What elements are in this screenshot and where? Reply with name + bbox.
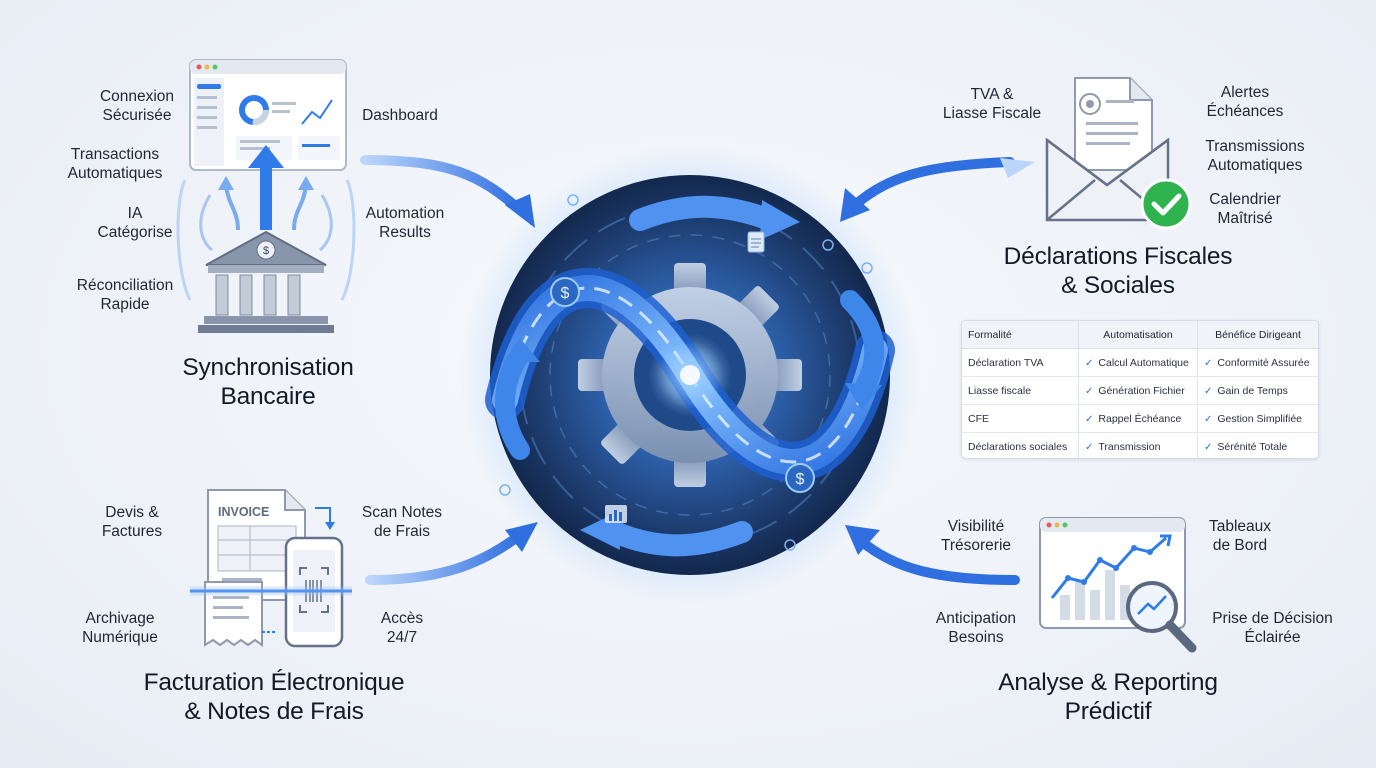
table-header: Bénéfice Dirigeant [1197, 321, 1318, 349]
dollar-icon: $ [785, 463, 815, 493]
invoice-label-devis: Devis &Factures [101, 504, 163, 540]
svg-text:$: $ [561, 285, 570, 302]
svg-text:$: $ [263, 245, 269, 257]
table-cell: ✓Sérénité Totale [1197, 432, 1318, 458]
check-icon: ✓ [1204, 413, 1213, 425]
table-cell: ✓Calcul Automatique [1078, 348, 1198, 377]
bank-sync-arrows [176, 145, 356, 301]
check-icon: ✓ [1204, 385, 1213, 397]
table-row: Déclaration TVA ✓Calcul Automatique ✓Con… [962, 348, 1318, 377]
chart-icon [605, 505, 627, 523]
bank-building-icon: $ [198, 230, 334, 333]
check-icon: ✓ [1085, 413, 1094, 425]
table-cell: Déclarations sociales [968, 440, 1068, 453]
envelope-document-icon [1045, 77, 1170, 222]
invoice-document-icon [207, 489, 306, 601]
fiscal-section-title: Déclarations Fiscales& Sociales [1003, 243, 1233, 299]
central-hub: $ $ [460, 145, 920, 605]
table-header: Automatisation [1078, 321, 1198, 349]
invoice-section-title: Facturation Électronique& Notes de Frais [143, 669, 405, 725]
dashboard-window-icon [189, 59, 347, 171]
table-cell: Liasse fiscale [962, 376, 1079, 405]
table-cell: ✓Gestion Simplifiée [1197, 404, 1318, 433]
check-icon: ✓ [1204, 441, 1213, 453]
magnifier-icon [1126, 581, 1197, 653]
check-icon [1140, 178, 1192, 230]
fiscal-automation-table: Formalité Automatisation Bénéfice Dirige… [961, 320, 1319, 459]
scan-line [190, 507, 352, 633]
svg-text:$: $ [796, 471, 805, 488]
table-cell: ✓Conformité Assurée [1197, 348, 1318, 377]
connector-arrows [360, 155, 1035, 585]
receipt-icon [204, 581, 263, 647]
dollar-icon: $ [550, 277, 580, 307]
check-icon: ✓ [1085, 357, 1094, 369]
table-row: CFE ✓Rappel Échéance ✓Gestion Simplifiée [962, 404, 1318, 433]
check-icon: ✓ [1085, 441, 1094, 453]
table-cell: ✓Transmission [1078, 432, 1198, 458]
bank-label-dashboard: Dashboard [362, 107, 438, 124]
table-cell: CFE [962, 404, 1079, 433]
table-header-row: Formalité Automatisation Bénéfice Dirige… [962, 321, 1318, 349]
table-cell: ✓Génération Fichier [1078, 376, 1198, 405]
invoice-word: INVOICE [218, 505, 270, 519]
table-cell: ✓Gain de Temps [1197, 376, 1318, 405]
check-icon: ✓ [1085, 385, 1094, 397]
table-cell: ✓Rappel Échéance [1078, 404, 1198, 433]
table-row: Liasse fiscale ✓Génération Fichier ✓Gain… [962, 376, 1318, 405]
fiscal-label-tva: TVA &Liasse Fiscale [942, 86, 1042, 122]
table-header: Formalité [962, 321, 1079, 349]
check-icon: ✓ [1204, 357, 1213, 369]
document-icon [747, 231, 765, 253]
table-row: Déclarations sociales ✓Transmission ✓Sér… [962, 432, 1318, 458]
table-cell: Déclaration TVA [962, 348, 1079, 377]
